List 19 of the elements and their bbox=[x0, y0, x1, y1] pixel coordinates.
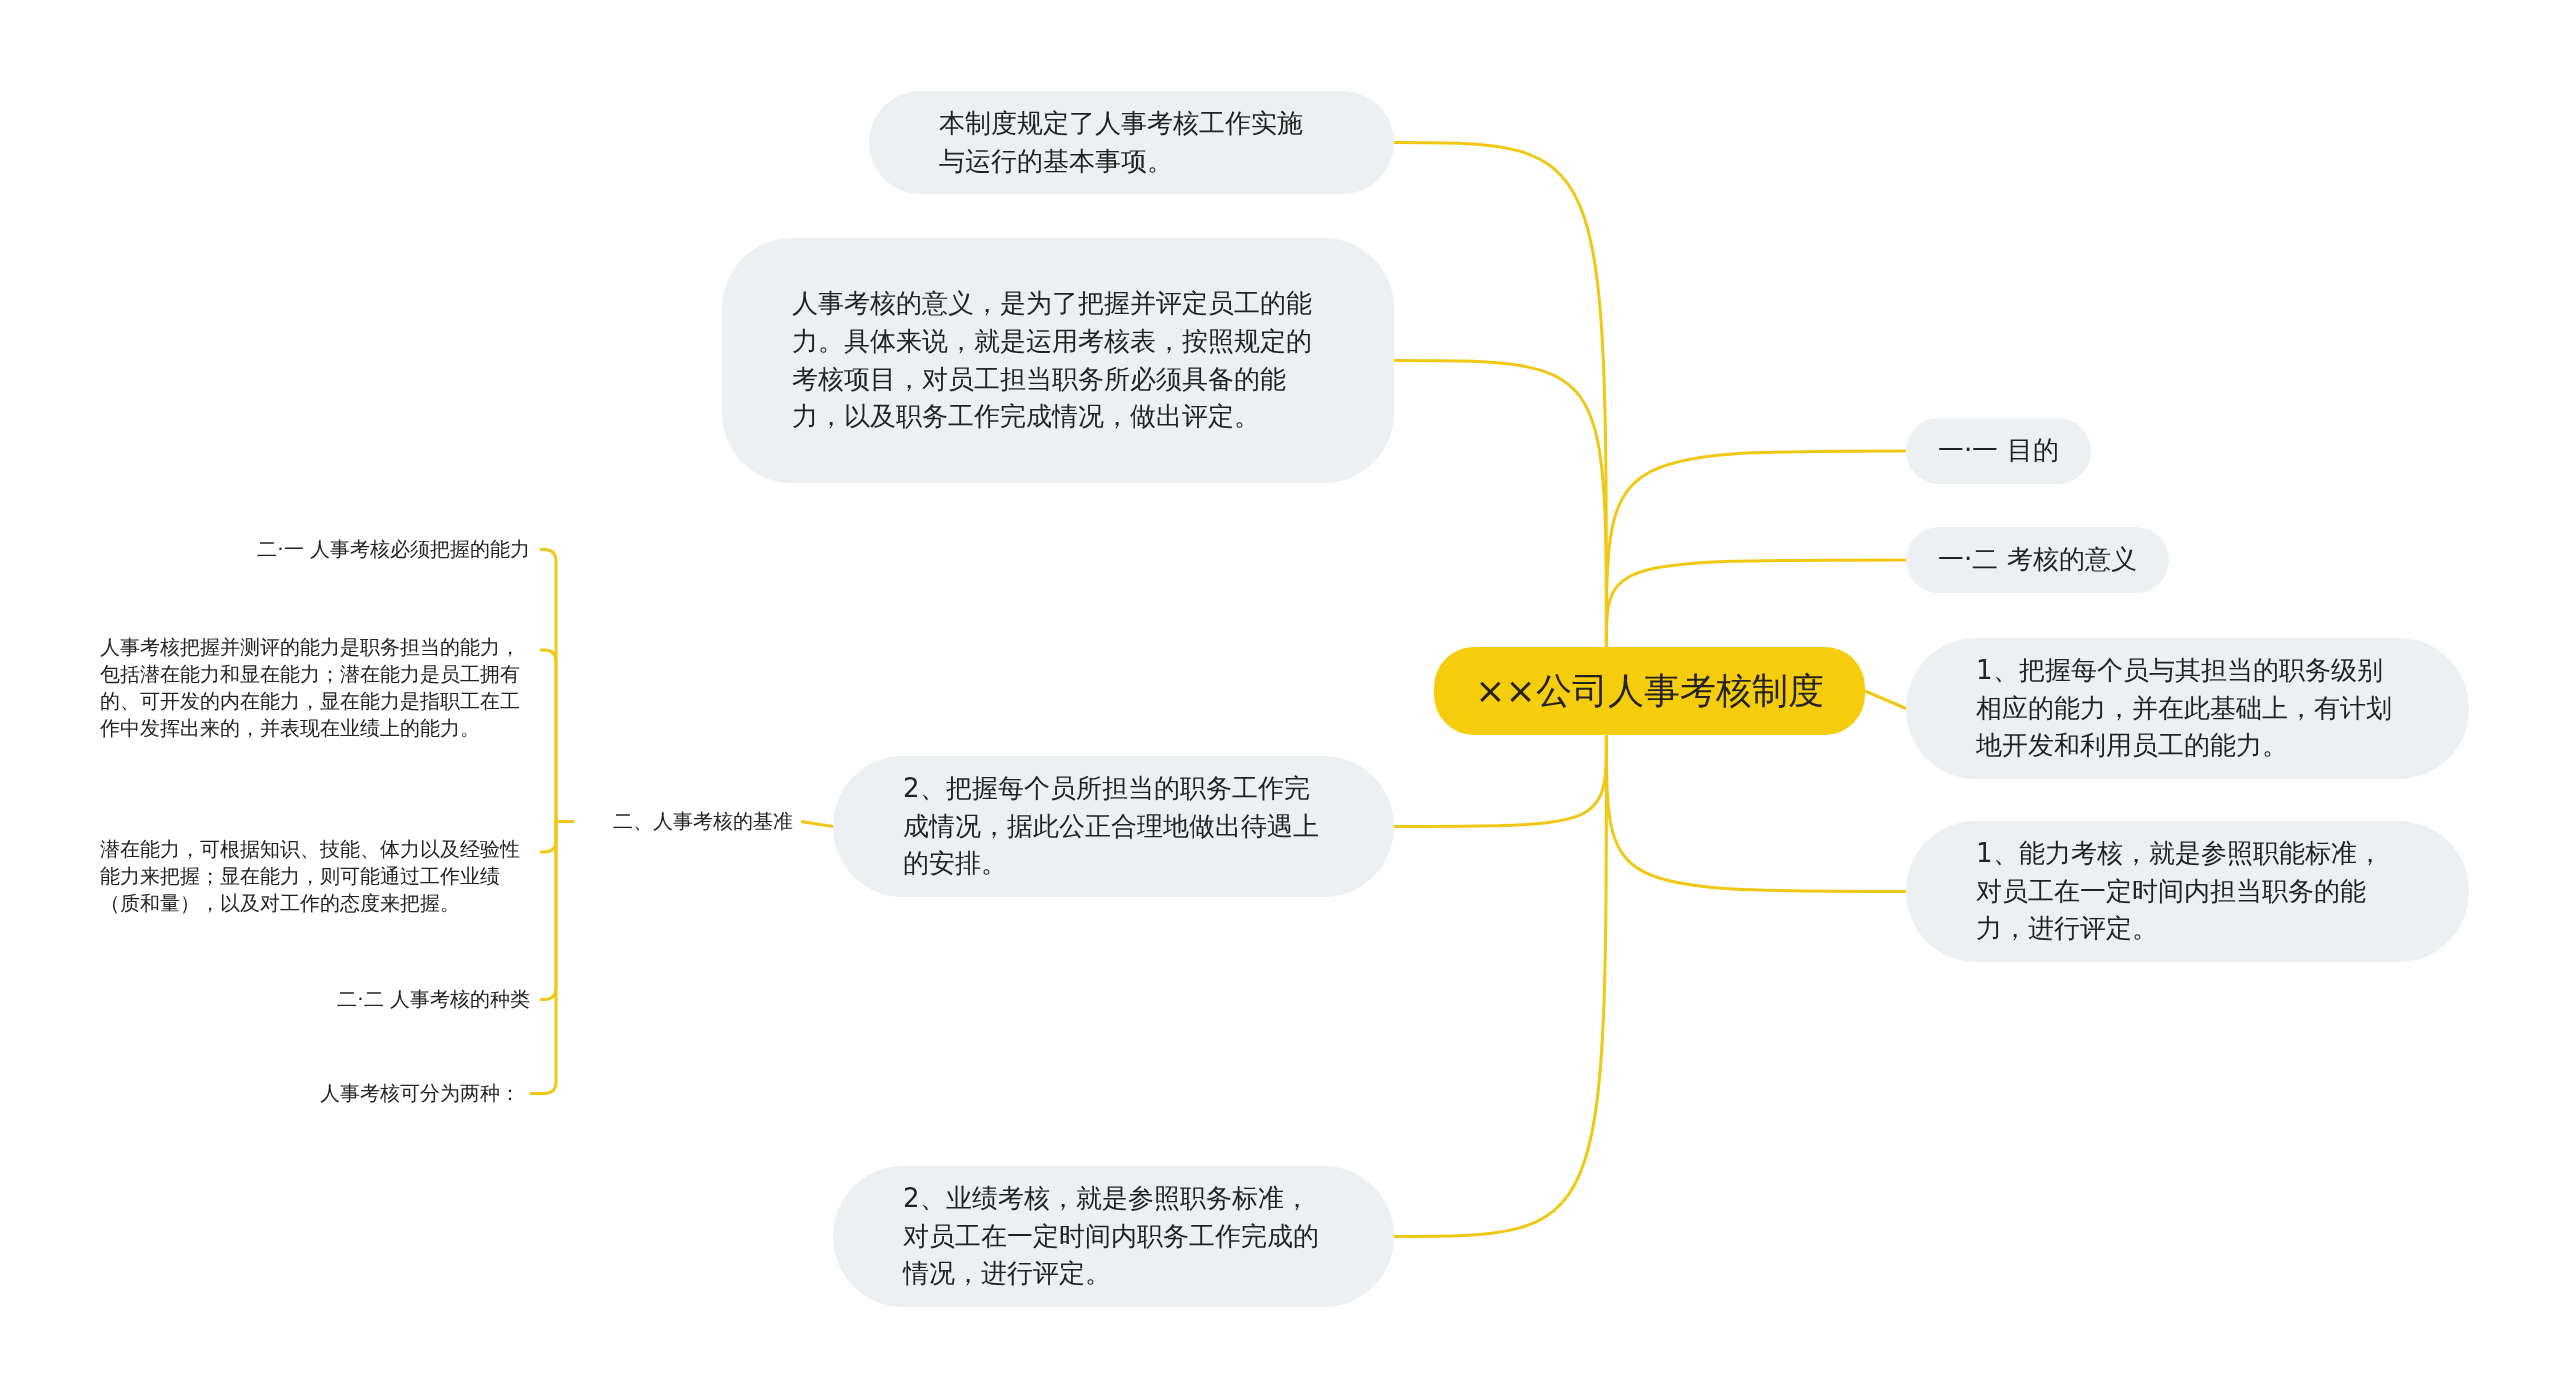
connector-line bbox=[1864, 689, 1907, 710]
connector-line bbox=[1394, 735, 1608, 1238]
subtopic-text: 人事考核可分为两种： bbox=[100, 1080, 520, 1107]
topic-bubble: 2、把握每个员所担当的职务工作完成情况，据此公正合理地做出待遇上的安排。 bbox=[833, 756, 1394, 898]
subtopic-text: 二、人事考核的基准 bbox=[578, 808, 793, 835]
central-topic: ××公司人事考核制度 bbox=[1434, 647, 1865, 736]
topic-bubble: 一·一 目的 bbox=[1906, 418, 2091, 484]
topic-bubble: 本制度规定了人事考核工作实施与运行的基本事项。 bbox=[869, 91, 1394, 195]
subtopic-text: 二·一 人事考核必须把握的能力 bbox=[100, 536, 530, 563]
connector-line bbox=[800, 820, 834, 828]
subtopic-text: 人事考核把握并测评的能力是职务担当的能力，包括潜在能力和显在能力；潜在能力是员工拥有的、可开发的内在能力，显在能力是指职工在工作中发挥出来的，并表现在业绩上的能力。 bbox=[100, 634, 530, 742]
topic-bubble: 一·二 考核的意义 bbox=[1906, 527, 2169, 593]
connector-line bbox=[1604, 558, 1906, 647]
subtopic-text: 二·二 人事考核的种类 bbox=[100, 986, 530, 1013]
topic-bubble: 1、能力考核，就是参照职能标准，对员工在一定时间内担当职务的能力，进行评定。 bbox=[1906, 821, 2469, 963]
topic-bubble: 人事考核的意义，是为了把握并评定员工的能力。具体来说，就是运用考核表，按照规定的考核项目，对员工担当职务所必须具备的能力，以及职务工作完成情况，做出评定。 bbox=[722, 238, 1394, 483]
topic-bubble: 2、业绩考核，就是参照职务标准，对员工在一定时间内职务工作完成的情况，进行评定。 bbox=[833, 1166, 1394, 1308]
topic-bubble: 1、把握每个员与其担当的职务级别相应的能力，并在此基础上，有计划地开发和利用员工的能力。 bbox=[1906, 638, 2469, 780]
subtopic-text: 潜在能力，可根据知识、技能、体力以及经验性能力来把握；显在能力，则可能通过工作业绩（质和量），以及对工作的态度来把握。 bbox=[100, 836, 530, 917]
